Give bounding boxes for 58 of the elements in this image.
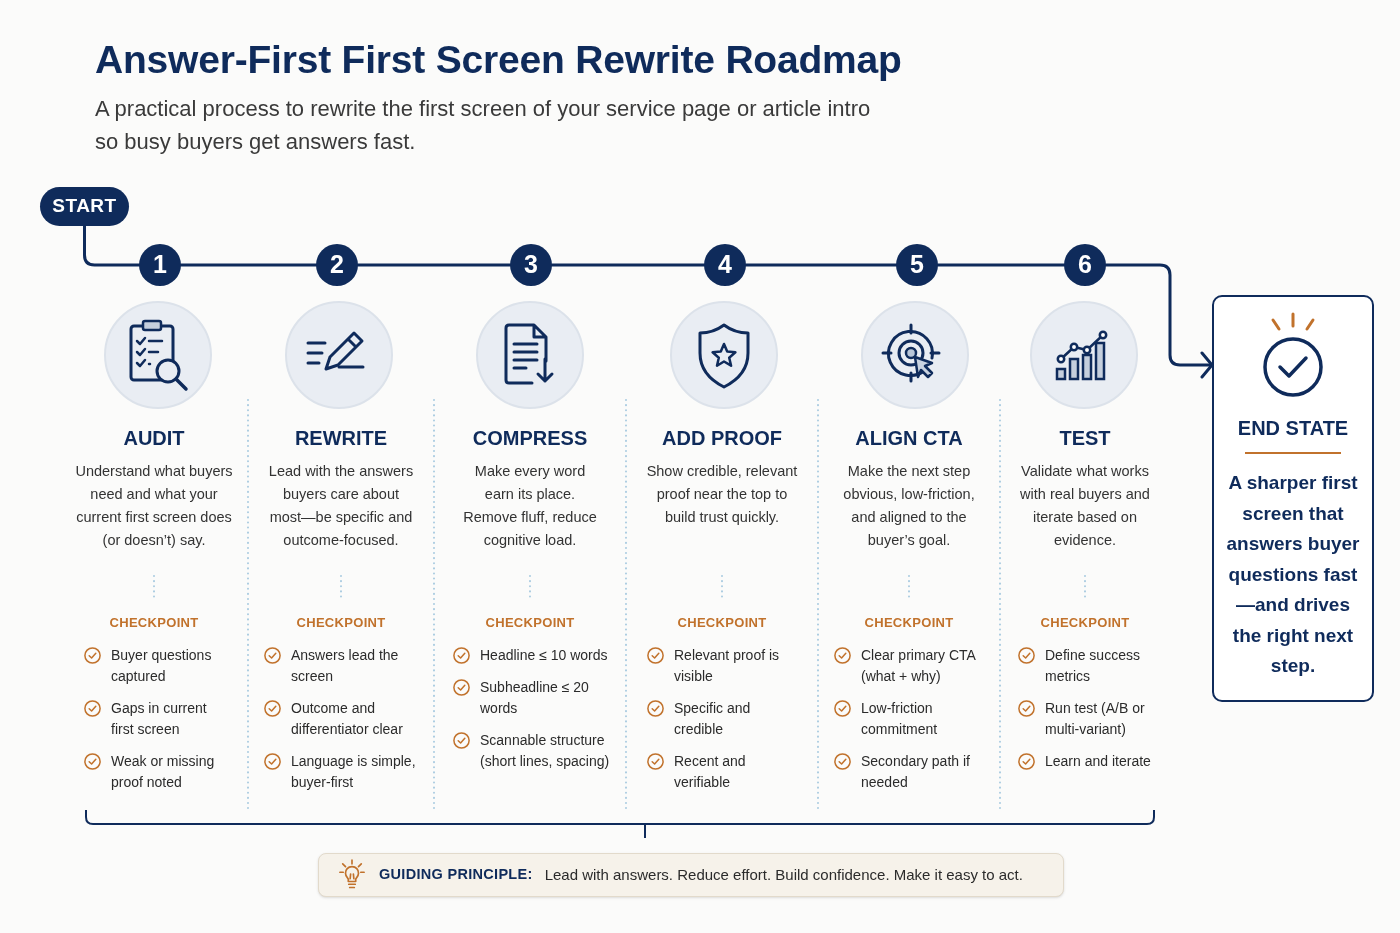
step-description: Show credible, relevant proof near the top to build trust quickly.	[645, 462, 799, 527]
page-title: Answer-First First Screen Rewrite Roadmap	[95, 37, 902, 83]
connector-line	[936, 263, 1066, 267]
checklist-item: Buyer questions captured	[111, 646, 213, 686]
connector-line	[83, 224, 141, 267]
checklist-item: Recent and verifiable	[674, 752, 747, 792]
step-number: 2	[316, 244, 358, 286]
step-title: COMPRESS	[472, 426, 588, 451]
checkpoint-heading: CHECKPOINT	[864, 615, 954, 631]
step-description: Make every word earn its place. Remove fluff, reduce cognitive load.	[462, 462, 598, 550]
guiding-principle-banner	[318, 853, 1064, 897]
checklist-item: Answers lead the screen	[291, 646, 400, 686]
checklist-item: Specific and credible	[674, 699, 752, 739]
principle-text: Lead with answers. Reduce effort. Build confidence. Make it easy to act.	[544, 864, 1023, 885]
step-number: 4	[704, 244, 746, 286]
checkpoint-heading: CHECKPOINT	[1040, 615, 1130, 631]
checklist-item: Secondary path if needed	[861, 752, 971, 792]
checkpoint-heading: CHECKPOINT	[109, 615, 199, 631]
checklist-item: Relevant proof is visible	[674, 646, 781, 686]
checklist-item: Low-friction commitment	[861, 699, 939, 739]
step-description: Make the next step obvious, low-friction, and aligned to the buyer’s goal.	[842, 462, 976, 550]
step-title: ADD PROOF	[662, 426, 782, 451]
connector-line	[179, 263, 318, 267]
step-title: TEST	[1059, 426, 1111, 451]
step-description: Validate what works with real buyers and iterate based on evidence.	[1019, 462, 1151, 550]
card-heading: END STATE	[1237, 416, 1349, 441]
checklist-item: Weak or missing proof noted	[111, 752, 216, 792]
step-title: ALIGN CTA	[855, 426, 963, 451]
end-state-card	[1212, 295, 1374, 702]
step-number: 5	[896, 244, 938, 286]
checklist-item: Scannable structure (short lines, spacing)	[480, 731, 611, 771]
step-title: AUDIT	[123, 426, 185, 451]
connector-line	[356, 263, 512, 267]
card-text: A sharper first screen that answers buyer questions fast—and drives the right next step.	[1225, 471, 1361, 678]
step-description: Lead with the answers buyers care about most—be specific and outcome-focused.	[267, 462, 415, 550]
checklist-item: Outcome and differentiator clear	[291, 699, 404, 739]
connector-line	[744, 263, 898, 267]
connector-line	[550, 263, 706, 267]
step-description: Understand what buyers need and what your current first screen does (or doesn’t) say.	[74, 462, 234, 550]
checklist-item: Gaps in current first screen	[111, 699, 208, 739]
step-title: REWRITE	[294, 426, 388, 451]
checklist-item: Learn and iterate	[1045, 752, 1151, 771]
checklist-item: Subheadline ≤ 20 words	[480, 678, 590, 718]
checklist-item: Run test (A/B or multi-variant)	[1045, 699, 1146, 739]
checkpoint-heading: CHECKPOINT	[296, 615, 386, 631]
checklist-item: Define success metrics	[1045, 646, 1141, 686]
step-number: 3	[510, 244, 552, 286]
start-pill: START	[40, 187, 129, 226]
step-number: 6	[1064, 244, 1106, 286]
principle-label: GUIDING PRINCIPLE:	[379, 865, 533, 885]
checklist-item: Language is simple, buyer-first	[291, 752, 417, 792]
checkpoint-heading: CHECKPOINT	[677, 615, 767, 631]
subtitle: A practical process to rewrite the first screen of your service page or article intro so busy buyers get answers fast.	[95, 95, 872, 156]
arrow	[1104, 263, 1214, 379]
step-number: 1	[139, 244, 181, 286]
checkpoint-heading: CHECKPOINT	[485, 615, 575, 631]
checklist-item: Clear primary CTA (what + why)	[861, 646, 977, 686]
checklist-item: Headline ≤ 10 words	[480, 646, 608, 665]
